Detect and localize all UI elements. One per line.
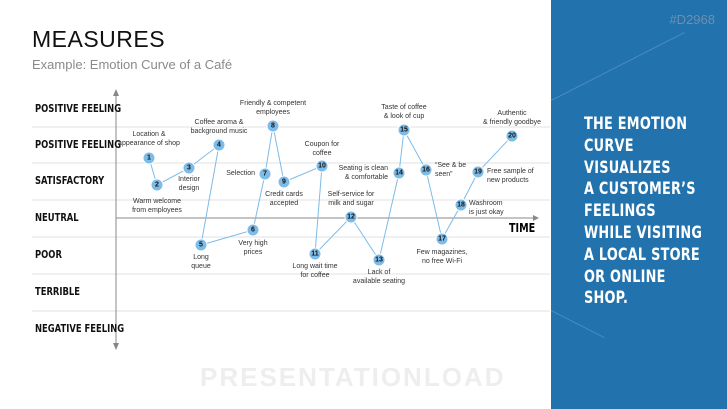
- row-label: POOR: [35, 249, 62, 261]
- point-marker-20: 20: [505, 129, 519, 143]
- point-label-1: Location & appearance of shop: [118, 131, 180, 147]
- point-label-19: Free sample of new products: [487, 168, 534, 184]
- point-label-10: Coupon for coffee: [304, 141, 340, 157]
- time-axis-label: TIME: [509, 221, 536, 235]
- point-marker-19: 19: [471, 165, 485, 179]
- point-marker-3: 3: [182, 161, 196, 175]
- point-label-9: Credit cards accepted: [265, 191, 303, 207]
- point-marker-13: 13: [372, 253, 386, 267]
- row-label: POSITIVE FEELING: [35, 139, 122, 151]
- point-label-7: Selection: [226, 170, 255, 177]
- decorative-line: [551, 31, 685, 101]
- slide-code: #D2968: [669, 12, 715, 27]
- decorative-line: [551, 310, 605, 339]
- watermark: PRESENTATIONLOAD: [200, 362, 506, 392]
- point-label-16: “See & be seen”: [435, 162, 467, 178]
- point-marker-2: 2: [150, 178, 164, 192]
- point-marker-6: 6: [246, 223, 260, 237]
- time-axis-arrow: [533, 215, 539, 221]
- row-label: TERRIBLE: [35, 286, 81, 298]
- point-label-2: Warm welcome from employees: [132, 198, 182, 214]
- point-marker-15: 15: [397, 123, 411, 137]
- emotion-curve-line: [148, 125, 513, 262]
- row-label: SATISFACTORY: [35, 175, 105, 187]
- point-marker-11: 11: [308, 247, 322, 261]
- row-label: POSITIVE FEELING: [35, 103, 122, 115]
- point-label-4: Coffee aroma & background music: [190, 119, 248, 135]
- emotion-curve-chart: [32, 89, 550, 350]
- point-label-3: Interior design: [178, 176, 200, 192]
- point-label-18: Washroom is just okay: [469, 200, 504, 216]
- point-label-14: Seating is clean & comfortable: [338, 165, 388, 181]
- point-label-20: Authentic & friendly goodbye: [483, 110, 541, 126]
- panel-statement: THE EMOTION CURVE VISUALIZES A CUSTOMER’…: [584, 114, 703, 308]
- point-label-13: Lack of available seating: [352, 269, 406, 285]
- point-marker-7: 7: [258, 167, 272, 181]
- page-title: MEASURES: [32, 26, 166, 52]
- point-marker-9: 9: [277, 175, 291, 189]
- row-label: NEGATIVE FEELING: [35, 323, 125, 335]
- point-marker-14: 14: [392, 166, 406, 180]
- point-label-6: Very high prices: [238, 240, 268, 256]
- point-label-8: Friendly & competent employees: [239, 100, 307, 116]
- point-marker-16: 16: [419, 163, 433, 177]
- point-label-12: Self-service for milk and sugar: [327, 191, 375, 207]
- point-marker-1: 1: [142, 151, 156, 165]
- point-label-5: Long queue: [191, 254, 211, 270]
- point-marker-18: 18: [454, 198, 468, 212]
- point-marker-5: 5: [194, 238, 208, 252]
- row-label: NEUTRAL: [35, 212, 79, 224]
- point-label-11: Long wait time for coffee: [292, 263, 338, 279]
- point-marker-17: 17: [435, 232, 449, 246]
- y-axis-arrow-down: [113, 343, 119, 350]
- point-marker-12: 12: [344, 210, 358, 224]
- point-marker-10: 10: [315, 159, 329, 173]
- point-label-17: Few magazines, no free Wi-Fi: [416, 249, 468, 265]
- page-subtitle: Example: Emotion Curve of a Café: [32, 57, 233, 72]
- point-marker-8: 8: [266, 119, 280, 133]
- side-panel: #D2968 THE EMOTION CURVE VISUALIZES A CU…: [551, 0, 727, 409]
- y-axis-arrow-up: [113, 89, 119, 96]
- point-label-15: Taste of coffee & look of cup: [381, 104, 427, 120]
- point-marker-4: 4: [212, 138, 226, 152]
